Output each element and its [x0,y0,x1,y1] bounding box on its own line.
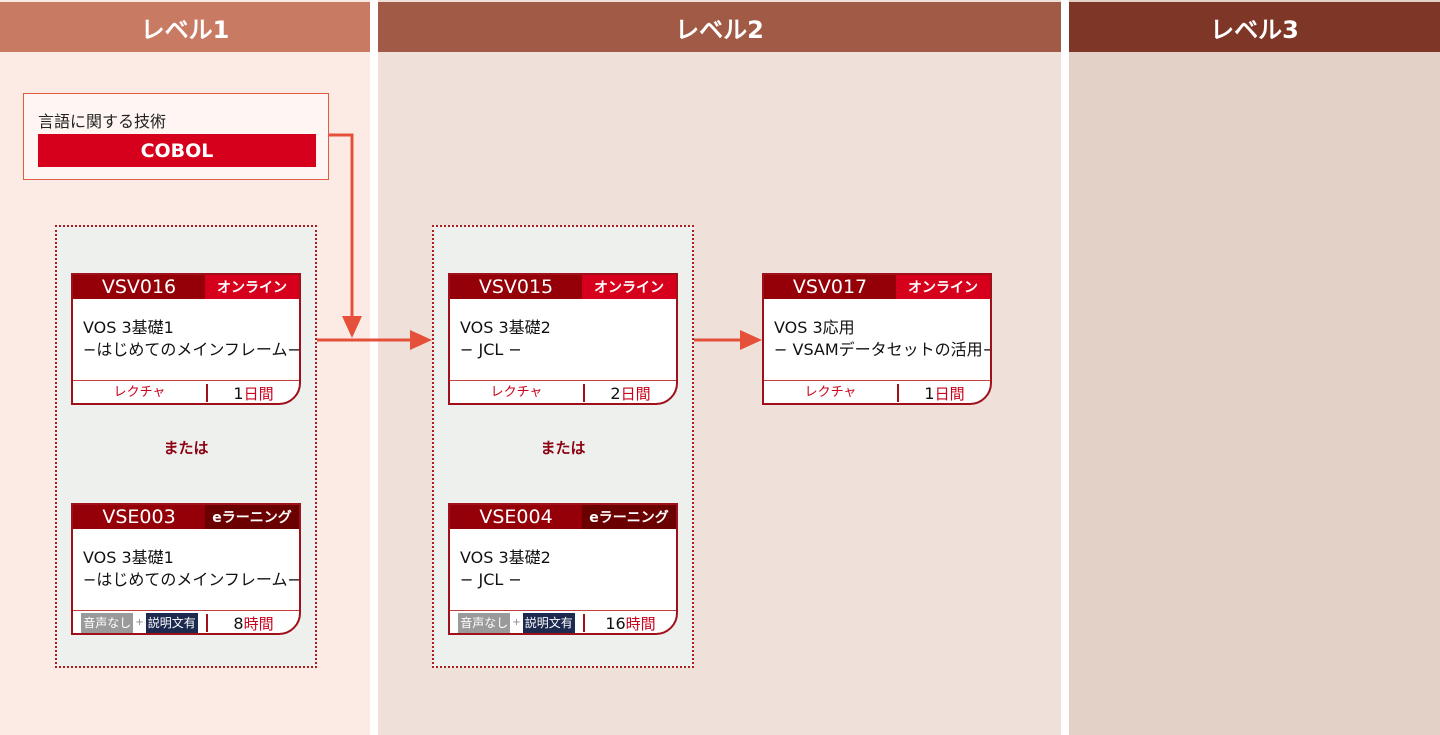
course-subtitle: − VSAMデータセットの活用− [774,340,992,359]
course-subtitle: − JCL − [460,340,522,359]
level-1-header: レベル1 [0,2,370,52]
course-type: レクチャ [764,384,899,402]
course-code: VSE004 [479,506,553,528]
format-badge: eラーニング [582,505,676,529]
course-subtitle: −はじめてのメインフレーム− [83,340,301,359]
plus-sign: + [512,617,521,628]
or-label: または [540,439,586,457]
duration-value: 1 [924,383,935,403]
duration-value: 2 [610,383,621,403]
course-card-vsv015[interactable]: VSV015 オンライン VOS 3基礎2 − JCL − レクチャ 2日間 [448,273,678,405]
captions-tag: 説明文有 [522,613,575,633]
duration-unit: 時間 [625,614,656,633]
no-audio-tag: 音声なし [81,613,134,633]
course-type: レクチャ [73,384,208,402]
plus-sign: + [135,617,144,628]
course-subtitle: −はじめてのメインフレーム− [83,570,301,589]
level-2-header: レベル2 [378,2,1061,52]
format-badge: eラーニング [205,505,299,529]
level-3-header: レベル3 [1069,2,1440,52]
duration-value: 1 [233,383,244,403]
course-subtitle: − JCL − [460,570,522,589]
captions-tag: 説明文有 [145,613,198,633]
tech-cobol-label[interactable]: COBOL [38,134,316,167]
course-code: VSV015 [478,276,554,298]
course-type: レクチャ [450,384,585,402]
course-title: VOS 3応用 [774,318,855,337]
no-audio-tag: 音声なし [458,613,511,633]
format-badge: オンライン [205,275,299,299]
course-title: VOS 3基礎1 [83,318,174,337]
course-card-vsv016[interactable]: VSV016 オンライン VOS 3基礎1 −はじめてのメインフレーム− レクチャ 1… [71,273,301,405]
tech-category-label: 言語に関する技術 [38,112,167,131]
format-badge: オンライン [896,275,990,299]
course-title: VOS 3基礎1 [83,548,174,567]
or-label: または [163,439,209,457]
course-code: VSV016 [101,276,177,298]
duration-value: 8 [233,613,244,633]
arrow-cobol-to-course [329,133,354,322]
course-code: VSV017 [792,276,868,298]
duration-unit: 日間 [243,384,274,403]
format-badge: オンライン [582,275,676,299]
course-card-vse003[interactable]: VSE003 eラーニング VOS 3基礎1 −はじめてのメインフレーム− 音声なし… [71,503,301,635]
duration-unit: 日間 [620,384,651,403]
duration-value: 16 [605,613,626,633]
duration-unit: 時間 [243,614,274,633]
course-title: VOS 3基礎2 [460,318,551,337]
course-card-vse004[interactable]: VSE004 eラーニング VOS 3基礎2 − JCL − 音声なし+説明文有 16… [448,503,678,635]
duration-unit: 日間 [934,384,965,403]
level-3-column: レベル3 [1069,0,1440,735]
course-title: VOS 3基礎2 [460,548,551,567]
tech-category-box: 言語に関する技術 COBOL [23,93,329,180]
course-card-vsv017[interactable]: VSV017 オンライン VOS 3応用 − VSAMデータセットの活用− レクチャ… [762,273,992,405]
course-code: VSE003 [102,506,176,528]
